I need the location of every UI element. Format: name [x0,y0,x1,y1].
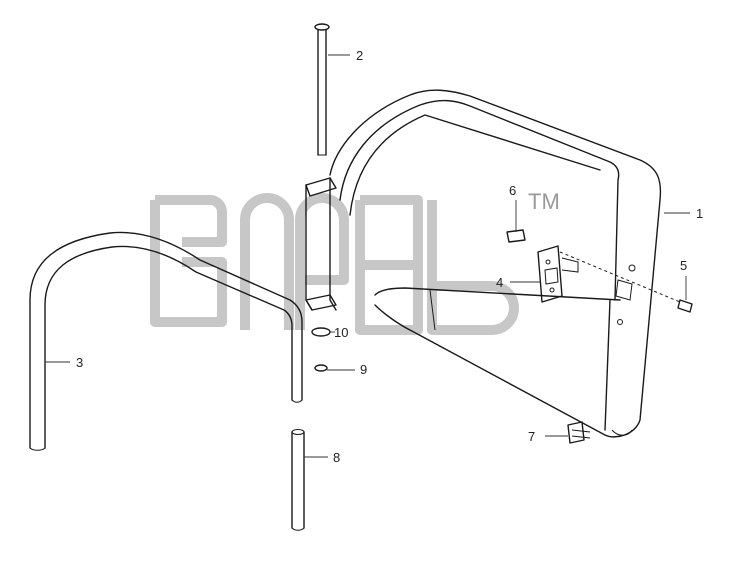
nut [314,364,328,372]
washer [311,327,331,337]
clip [567,421,591,444]
screw [559,251,693,313]
callout-8: 8 [333,450,340,465]
mounting-bracket [305,177,337,311]
small-plate [506,229,526,243]
hinge [537,245,579,303]
leader-lines [45,54,690,458]
callout-7: 7 [528,429,535,444]
short-rod [291,429,305,531]
callout-3: 3 [76,355,83,370]
watermark-logo: TM [150,189,560,335]
watermark-tm: TM [528,189,560,214]
armrest-tube [29,231,303,451]
callout-6: 6 [509,183,516,198]
long-bolt [314,23,330,156]
callout-5: 5 [680,258,687,273]
callout-4: 4 [496,275,503,290]
callout-2: 2 [356,48,363,63]
seat-back-shell [329,89,662,438]
callout-10: 10 [334,325,348,340]
callout-9: 9 [360,362,367,377]
callout-1: 1 [696,206,703,221]
